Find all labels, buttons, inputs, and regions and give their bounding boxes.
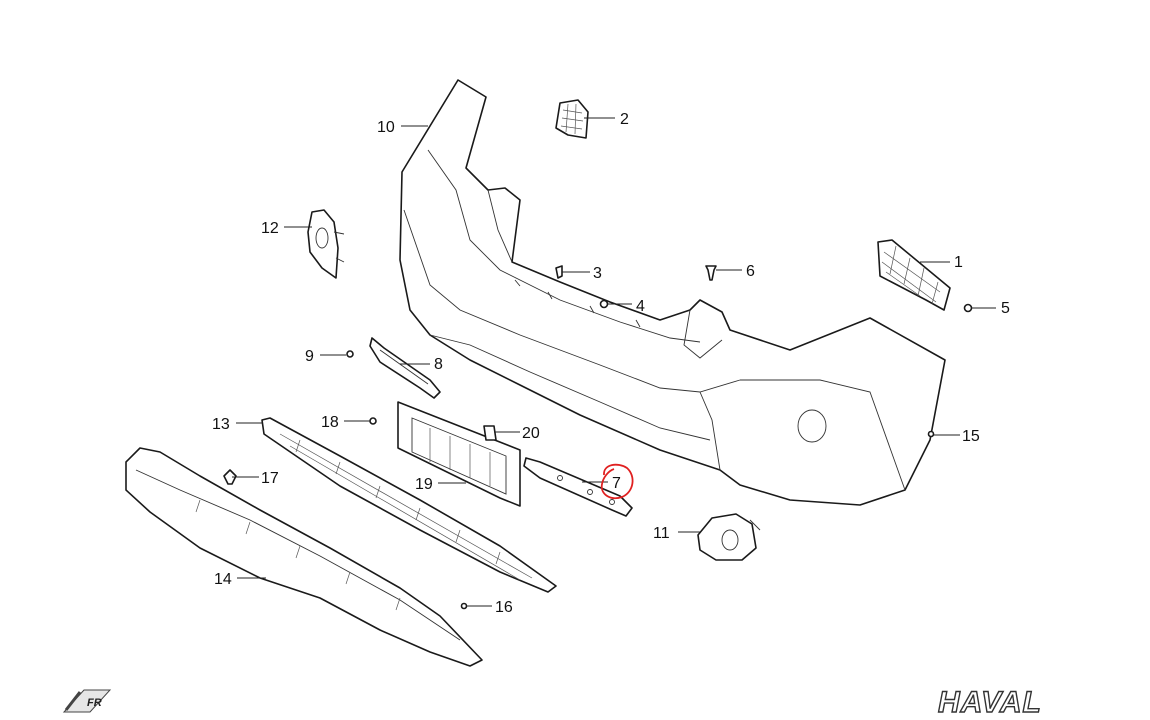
callout-8: 8	[434, 356, 443, 373]
bracket-part-2	[555, 99, 589, 139]
front-direction-marker: FR	[62, 689, 112, 713]
clip-part-20	[483, 425, 497, 441]
haval-logo: HAVAL	[937, 685, 1042, 719]
callout-17: 17	[261, 470, 279, 487]
fastener-part-5	[963, 303, 973, 313]
lower-grille-part-13	[261, 417, 557, 593]
callout-14: 14	[214, 571, 232, 588]
skid-plate-part-14	[125, 447, 483, 667]
callout-5: 5	[1001, 300, 1010, 317]
reflector-part-7	[523, 457, 633, 517]
callout-7: 7	[612, 475, 621, 492]
reflector-part-8	[369, 337, 441, 399]
callout-20: 20	[522, 425, 540, 442]
callout-13: 13	[212, 416, 230, 433]
fastener-part-18	[369, 417, 377, 425]
callout-1: 1	[954, 254, 963, 271]
callout-10: 10	[377, 119, 395, 136]
callout-2: 2	[620, 111, 629, 128]
callout-labels: 1 2 3 4 5 6 7 8 9 10 11 12 13 14 15 16 1…	[212, 111, 1010, 616]
callout-18: 18	[321, 414, 339, 431]
brand-logo-text: HAVAL	[938, 686, 1042, 719]
fastener-part-4	[599, 299, 609, 309]
callout-12: 12	[261, 220, 279, 237]
callout-4: 4	[636, 298, 645, 315]
callout-15: 15	[962, 428, 980, 445]
leader-lines	[232, 117, 996, 607]
fastener-part-9	[346, 350, 354, 358]
callout-9: 9	[305, 348, 314, 365]
highlight-circle-callout-7	[600, 463, 634, 499]
fastener-part-16	[460, 602, 468, 610]
fastener-part-6	[705, 265, 717, 281]
fastener-part-17	[223, 469, 237, 485]
fastener-part-15	[927, 430, 935, 438]
bumper-cover-part	[399, 79, 946, 506]
callout-16: 16	[495, 599, 513, 616]
callout-11: 11	[653, 525, 670, 542]
fog-bezel-part-12	[307, 209, 345, 279]
fastener-part-3	[555, 265, 563, 279]
callout-19: 19	[415, 476, 433, 493]
bracket-part-1	[877, 239, 951, 311]
license-plate-bracket-part-19	[397, 401, 521, 507]
fog-bezel-part-11	[697, 513, 761, 561]
fr-label: FR	[87, 697, 102, 709]
callout-3: 3	[593, 265, 602, 282]
callout-6: 6	[746, 263, 755, 280]
